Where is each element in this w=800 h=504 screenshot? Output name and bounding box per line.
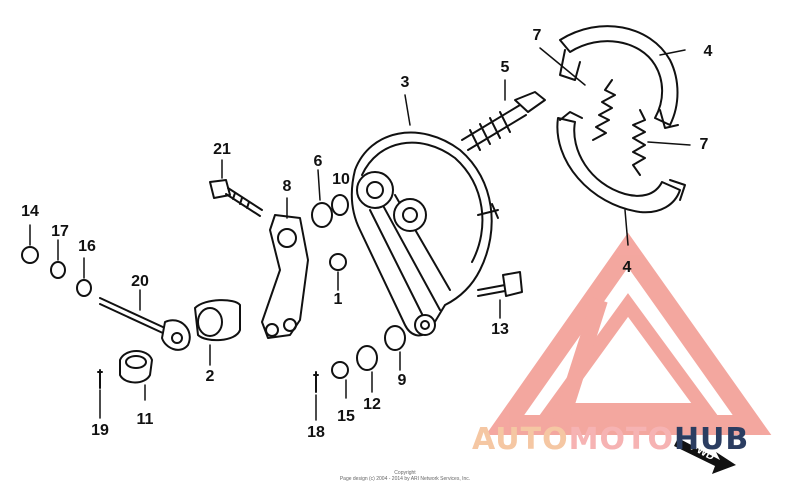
- callout-18: 18: [307, 424, 325, 441]
- cotter-pin-19: [97, 369, 103, 389]
- nut-15: [331, 361, 349, 379]
- nut-1: [329, 253, 347, 271]
- watermark-hub: HUB: [673, 422, 750, 457]
- nut-10: [331, 194, 349, 216]
- callout-20: 20: [131, 273, 149, 290]
- callout-15: 15: [337, 408, 355, 425]
- washer-12: [356, 345, 378, 371]
- washer-9: [384, 325, 406, 351]
- callout-3: 3: [400, 74, 410, 91]
- callout-10: 10: [332, 171, 350, 188]
- fwd-arrow: [674, 438, 736, 474]
- callout-5: 5: [500, 59, 510, 76]
- copyright-line-1: Copyright: [394, 470, 416, 476]
- callout-14: 14: [21, 203, 39, 220]
- callout-6: 6: [313, 153, 323, 170]
- adjusting-nut: [119, 350, 153, 384]
- washer-16: [76, 279, 92, 297]
- watermark-logo: [485, 232, 772, 435]
- copyright-notice: Copyright Page design (c) 2004 - 2014 by…: [315, 470, 495, 482]
- washer-6: [311, 202, 333, 228]
- brake-rod: [99, 297, 191, 351]
- callout-2: 2: [205, 368, 215, 385]
- callout-17: 17: [51, 223, 69, 240]
- callout-7-upper: 7: [532, 27, 542, 44]
- watermark-moto: MOTO: [568, 422, 674, 457]
- bolt-21: [209, 179, 263, 217]
- copyright-line-2: Page design (c) 2004 - 2014 by ARI Netwo…: [339, 476, 471, 482]
- spring-lower: [632, 109, 646, 176]
- nut-14: [21, 246, 39, 264]
- brake-shoe-upper: [559, 25, 679, 129]
- brake-arm: [261, 214, 309, 339]
- callout-19: 19: [91, 422, 109, 439]
- callout-8: 8: [282, 178, 292, 195]
- callout-13: 13: [491, 321, 509, 338]
- cotter-pin-18: [313, 371, 319, 393]
- brake-shoe-lower: [556, 111, 686, 214]
- spring-upper: [592, 79, 616, 141]
- callout-21: 21: [213, 141, 231, 158]
- watermark-text: AUTOMOTOHUB: [472, 424, 749, 456]
- washer-17: [50, 261, 66, 279]
- callout-1: 1: [333, 291, 343, 308]
- bolt-13: [477, 271, 523, 297]
- callout-7-lower: 7: [699, 136, 709, 153]
- callout-16: 16: [78, 238, 96, 255]
- callout-4-lower: 4: [622, 259, 632, 276]
- callout-11: 11: [136, 411, 154, 428]
- collar: [194, 299, 241, 342]
- callout-9: 9: [397, 372, 407, 389]
- brake-panel: [350, 131, 499, 337]
- callout-12: 12: [363, 396, 381, 413]
- watermark-auto: AUTO: [472, 422, 569, 457]
- leader-lines: [29, 47, 691, 421]
- callout-4-upper: 4: [703, 43, 713, 60]
- brake-cam: [461, 91, 546, 151]
